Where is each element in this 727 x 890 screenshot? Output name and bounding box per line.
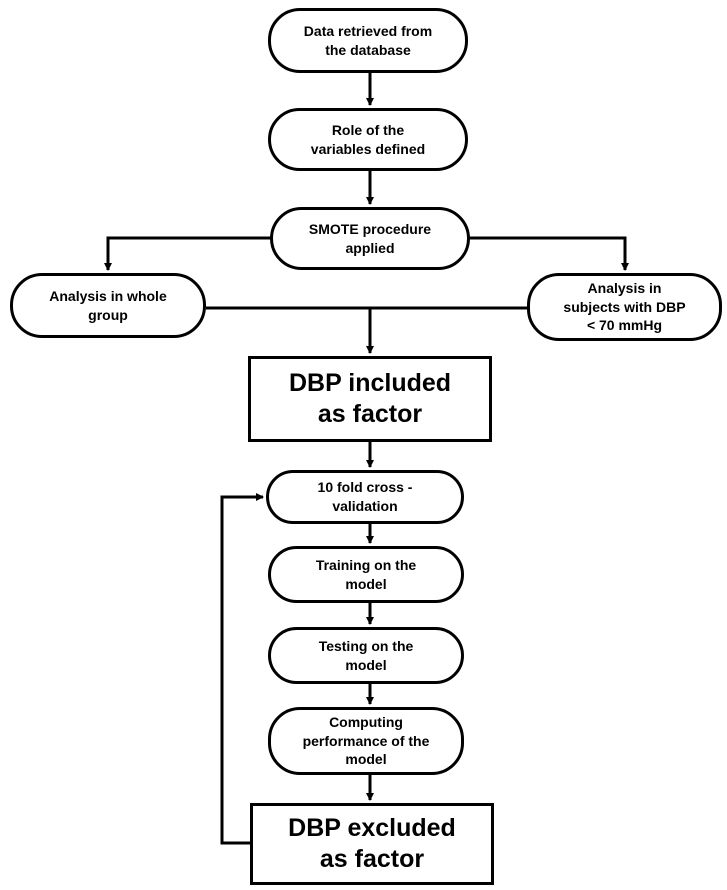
node-analysis-subjects-dbp: Analysis in subjects with DBP < 70 mmHg [527,273,722,341]
node-dbp-excluded: DBP excluded as factor [250,803,494,885]
loop-back-arrow [220,493,272,845]
node-testing: Testing on the model [268,627,464,684]
node-role-defined: Role of the variables defined [268,108,468,171]
node-dbp-included: DBP included as factor [248,356,492,442]
node-data-retrieved: Data retrieved from the database [268,8,468,73]
arrow-smote-to-subjects [468,236,629,271]
node-analysis-whole-group: Analysis in whole group [10,273,206,338]
arrow-smote-to-whole [104,236,273,271]
node-training: Training on the model [268,546,464,603]
node-computing-performance: Computing performance of the model [268,707,464,775]
node-cross-validation: 10 fold cross - validation [266,470,464,524]
node-smote-applied: SMOTE procedure applied [270,207,470,270]
